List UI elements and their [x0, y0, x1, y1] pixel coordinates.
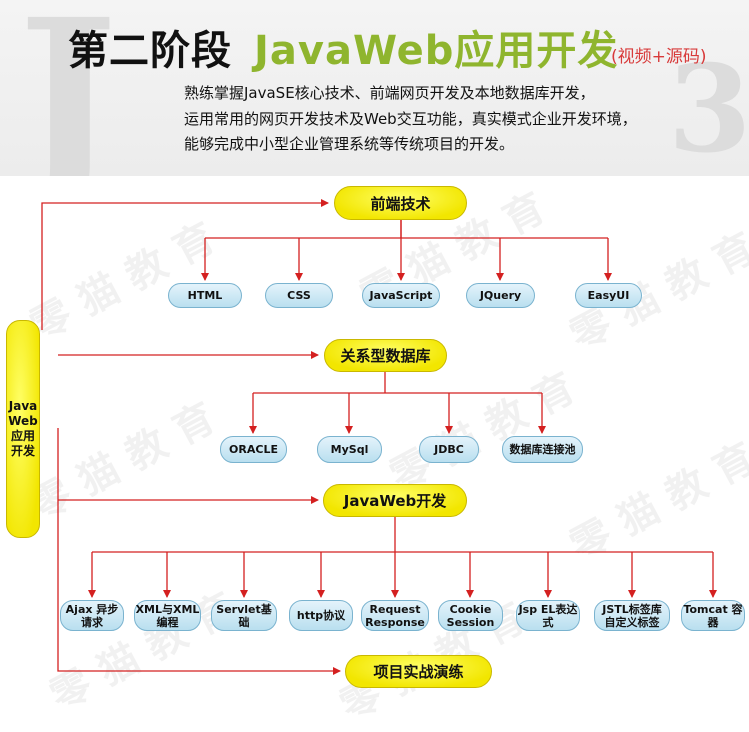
node-tomcat: Tomcat 容器 [681, 600, 745, 631]
description-line: 运用常用的网页开发技术及Web交互功能，真实模式企业开发环境， [184, 109, 637, 128]
node-jstl: JSTL标签库 自定义标签 [594, 600, 670, 631]
node-cookie-session: Cookie Session [438, 600, 503, 631]
section-database: 关系型数据库 [324, 339, 447, 372]
section-frontend: 前端技术 [334, 186, 467, 220]
section-javaweb: JavaWeb开发 [323, 484, 467, 517]
node-ajax: Ajax 异步请求 [60, 600, 124, 631]
node-mysql: MySql [317, 436, 382, 463]
bg-logo-3: 3 [668, 39, 749, 176]
section-frontend-label: 前端技术 [370, 194, 431, 213]
section-database-label: 关系型数据库 [340, 347, 431, 365]
description: 熟练掌握JavaSE核心技术、前端网页开发及本地数据库开发， 运用常用的网页开发… [184, 81, 637, 158]
node-xml: XML与XML 编程 [134, 600, 201, 631]
node-jquery: JQuery [466, 283, 535, 308]
node-javascript: JavaScript [362, 283, 440, 308]
node-http: http协议 [289, 600, 353, 631]
node-easyui: EasyUI [575, 283, 642, 308]
bg-logo-j: J [18, 0, 118, 176]
node-oracle: ORACLE [220, 436, 287, 463]
root-node: Java Web 应用 开发 [6, 320, 40, 538]
node-connection-pool: 数据库连接池 [502, 436, 583, 463]
section-javaweb-label: JavaWeb开发 [343, 492, 447, 510]
node-jdbc: JDBC [419, 436, 479, 463]
header-banner: J 3 第二阶段 JavaWeb应用开发 (视频+源码) 熟练掌握JavaSE核… [0, 0, 749, 176]
node-html: HTML [168, 283, 242, 308]
description-line: 熟练掌握JavaSE核心技术、前端网页开发及本地数据库开发， [184, 84, 595, 102]
connector-lines [41, 199, 717, 675]
root-label: Java Web 应用 开发 [8, 399, 38, 458]
node-servlet: Servlet基础 [211, 600, 277, 631]
node-css: CSS [265, 283, 333, 308]
section-project-label: 项目实战演练 [373, 663, 464, 681]
page-title: 第二阶段 [68, 28, 232, 74]
header-note: (视频+源码) [611, 47, 707, 67]
page-subtitle: JavaWeb应用开发 [254, 28, 619, 74]
node-request-response: Request Response [361, 600, 429, 631]
node-jsp: Jsp EL表达式 [516, 600, 580, 631]
section-project: 项目实战演练 [345, 655, 492, 688]
description-line: 能够完成中小型企业管理系统等传统项目的开发。 [184, 135, 515, 153]
